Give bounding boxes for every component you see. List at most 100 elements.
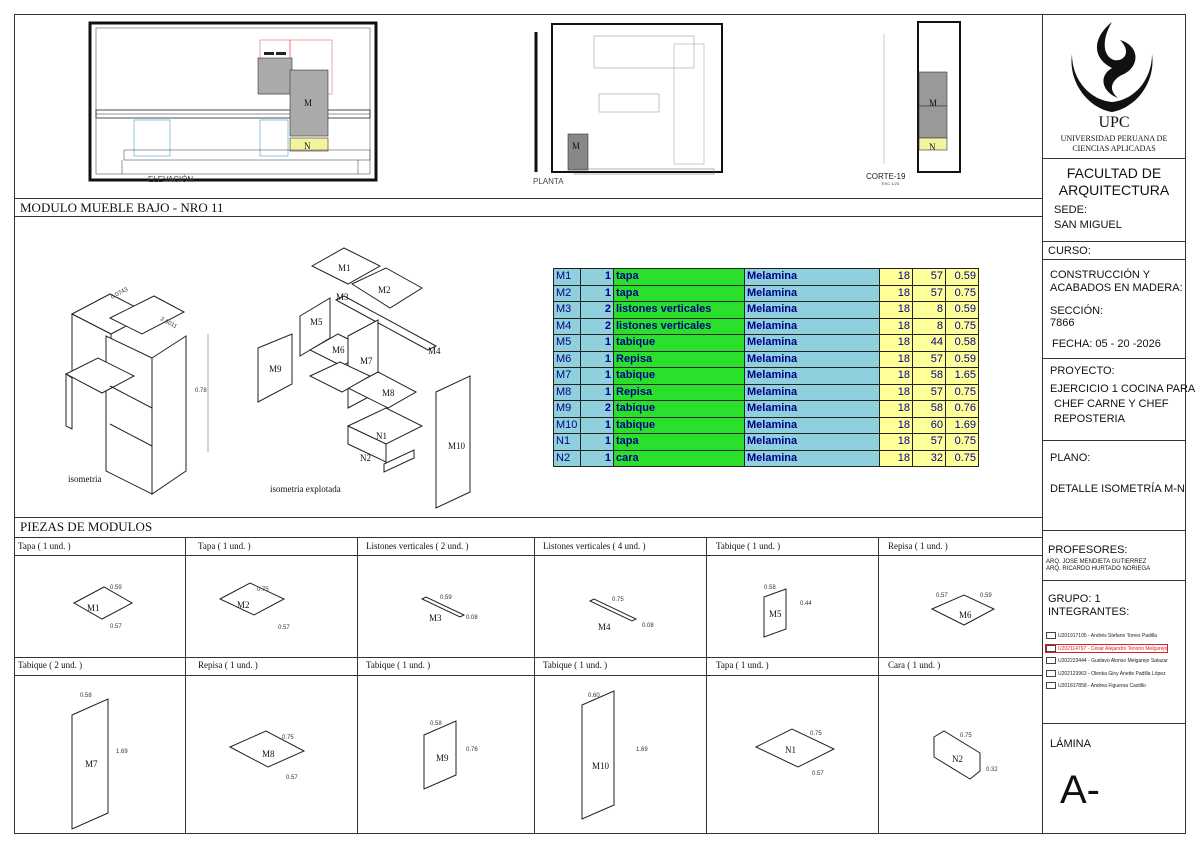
table-cell-id: N2	[553, 449, 581, 467]
table-cell-name: tabique	[613, 334, 745, 352]
table-cell-qty: 1	[580, 449, 614, 467]
sede-value: SAN MIGUEL	[1054, 219, 1122, 231]
divider	[1042, 440, 1186, 441]
plano-label: PLANO:	[1050, 452, 1091, 464]
sheet-frame	[14, 14, 1186, 834]
table-cell-e: 18	[879, 350, 913, 368]
piece-label: Tabique ( 1 und. )	[366, 660, 431, 670]
piece-dim: 0.57	[812, 771, 824, 777]
table-cell-id: N1	[553, 433, 581, 451]
piece-dim: 0.08	[466, 615, 478, 621]
table-cell-w: 60	[912, 416, 946, 434]
table-cell-qty: 1	[580, 350, 614, 368]
exploded-tag-m1: M1	[338, 263, 351, 273]
table-cell-name: tapa	[613, 433, 745, 451]
member-name: U201817858 - Andrea Figueroa Castillo	[1058, 682, 1146, 689]
table-cell-qty: 2	[580, 400, 614, 418]
logo-text: UPC	[1098, 114, 1130, 131]
exploded-tag-m3: M3	[336, 292, 349, 302]
integrantes-label: INTEGRANTES:	[1048, 606, 1130, 618]
section-scale: ESC 1/25	[882, 181, 900, 186]
exploded-tag-m10: M10	[448, 441, 466, 451]
piece-label: Cara ( 1 und. )	[888, 660, 941, 670]
upc-logo	[1071, 22, 1153, 112]
elevation-tag-n: N	[304, 141, 311, 151]
piece-tag-n1: N1	[785, 745, 796, 755]
table-cell-material: Melamina	[744, 284, 880, 302]
table-cell-material: Melamina	[744, 350, 880, 368]
piece-label: Listones verticales ( 2 und. )	[366, 541, 469, 551]
checkbox-icon	[1046, 682, 1056, 689]
table-cell-material: Melamina	[744, 367, 880, 385]
table-cell-e: 18	[879, 433, 913, 451]
section-tag-m: M	[929, 98, 937, 108]
checkbox-icon	[1046, 644, 1056, 652]
table-cell-id: M3	[553, 301, 581, 319]
table-cell-id: M6	[553, 350, 581, 368]
table-cell-w: 8	[912, 317, 946, 335]
table-cell-l: 0.59	[945, 350, 979, 368]
table-cell-l: 0.59	[945, 301, 979, 319]
section-tag-n: N	[929, 142, 936, 152]
member-item: U201817858 - Andrea Figueroa Castillo	[1046, 682, 1146, 689]
checkbox-icon	[1046, 669, 1056, 677]
table-cell-material: Melamina	[744, 301, 880, 319]
table-cell-name: tabique	[613, 400, 745, 418]
piece-tag-m9: M9	[436, 753, 449, 763]
table-cell-w: 57	[912, 350, 946, 368]
elevation-drawing: M N	[88, 21, 378, 182]
table-cell-qty: 2	[580, 317, 614, 335]
curso-line2: ACABADOS EN MADERA:	[1050, 282, 1183, 294]
table-cell-name: tapa	[613, 284, 745, 302]
pieces-row1-drawings: M1 M2 M3 M4 M5 M6 0.59 0.57 0.75 0.57 0.…	[72, 582, 996, 638]
piece-dim: 0.59	[440, 595, 452, 601]
table-cell-l: 0.58	[945, 334, 979, 352]
table-cell-e: 18	[879, 383, 913, 401]
divider	[14, 657, 1042, 658]
table-cell-material: Melamina	[744, 383, 880, 401]
table-cell-id: M8	[553, 383, 581, 401]
piece-dim: 0.32	[986, 767, 998, 773]
table-cell-l: 1.69	[945, 416, 979, 434]
table-cell-id: M7	[553, 367, 581, 385]
table-cell-w: 44	[912, 334, 946, 352]
table-cell-name: Repisa	[613, 350, 745, 368]
lamina-value: A-	[1060, 768, 1100, 812]
table-cell-w: 57	[912, 284, 946, 302]
table-cell-l: 0.75	[945, 317, 979, 335]
table-cell-name: listones verticales	[613, 301, 745, 319]
pieces-row2-drawings: M7 M8 M9 M10 N1 N2 0.58 1.69 0.75 0.57 0…	[71, 690, 998, 830]
piece-dim: 0.76	[466, 747, 478, 753]
iso-exploded-label: isometria explotada	[270, 484, 341, 494]
curso-label: CURSO:	[1048, 245, 1091, 257]
exploded-tag-n2: N2	[360, 453, 371, 463]
table-cell-w: 32	[912, 449, 946, 467]
table-cell-qty: 1	[580, 284, 614, 302]
plano-value: DETALLE ISOMETRÍA M-N	[1050, 483, 1185, 495]
proyecto-line3: REPOSTERIA	[1054, 413, 1125, 425]
table-cell-w: 57	[912, 433, 946, 451]
iso-assembled	[64, 293, 187, 495]
table-cell-name: tabique	[613, 416, 745, 434]
piece-label: Tabique ( 1 und. )	[716, 541, 781, 551]
faculty-line1: FACULTAD DE	[1066, 165, 1162, 181]
piece-dim: 0.57	[278, 625, 290, 631]
divider	[14, 675, 1042, 676]
piece-tag-m8: M8	[262, 749, 275, 759]
table-cell-e: 18	[879, 449, 913, 467]
member-name: U202223444 - Guidavo Alonso Melgarejo Sa…	[1058, 657, 1168, 664]
table-cell-material: Melamina	[744, 268, 880, 286]
piece-tag-m5: M5	[769, 609, 782, 619]
divider	[185, 537, 186, 834]
divider	[1042, 358, 1186, 359]
elevation-tag-m: M	[304, 98, 312, 108]
top-drawings: M N M M N	[88, 21, 961, 182]
divider	[14, 537, 1042, 538]
table-cell-id: M1	[553, 268, 581, 286]
seccion-label: SECCIÓN:	[1050, 305, 1104, 317]
piece-label: Tabique ( 1 und. )	[543, 660, 608, 670]
checkbox-icon	[1046, 657, 1056, 664]
